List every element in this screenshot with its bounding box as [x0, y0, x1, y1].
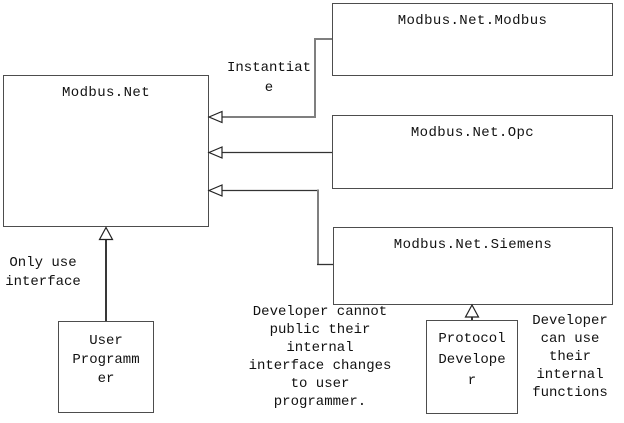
class-box-modbus-net-siemens: Modbus.Net.Siemens — [333, 227, 613, 305]
arrow-siemens-to-modbusnet — [207, 184, 333, 266]
label-instantiate: Instantiat e — [226, 60, 311, 96]
open-arrowhead-left-icon — [207, 146, 223, 159]
actor-box-label: User Programm er — [72, 333, 140, 387]
class-box-title: Modbus.Net — [61, 85, 150, 101]
generalization-user-programmer-to-modbusnet — [98, 226, 114, 321]
generalization-protocol-developer-to-siemens — [464, 303, 480, 320]
class-box-title: Modbus.Net.Opc — [410, 125, 535, 141]
open-arrowhead-left-icon — [207, 184, 223, 197]
class-box-title: Modbus.Net.Siemens — [393, 237, 553, 253]
label-only-use-interface: Only use interface — [5, 255, 81, 290]
open-arrowhead-up-icon — [98, 226, 114, 241]
class-box-title: Modbus.Net.Modbus — [397, 13, 548, 29]
class-box-modbus-net-modbus: Modbus.Net.Modbus — [332, 3, 613, 76]
arrow-opc-to-modbusnet — [207, 146, 332, 159]
open-arrowhead-up-icon — [464, 303, 480, 318]
actor-box-label: Protocol Develope r — [438, 331, 506, 389]
label-developer-can-use: Developer can use their internal functio… — [532, 313, 608, 401]
open-arrowhead-left-icon — [207, 110, 223, 124]
actor-box-protocol-developer: Protocol Develope r — [426, 320, 518, 414]
class-box-modbus-net: Modbus.Net — [3, 75, 209, 227]
class-box-modbus-net-opc: Modbus.Net.Opc — [332, 115, 613, 189]
actor-box-user-programmer: User Programm er — [58, 321, 154, 413]
label-developer-cannot-public: Developer cannot public their internal i… — [248, 304, 392, 410]
